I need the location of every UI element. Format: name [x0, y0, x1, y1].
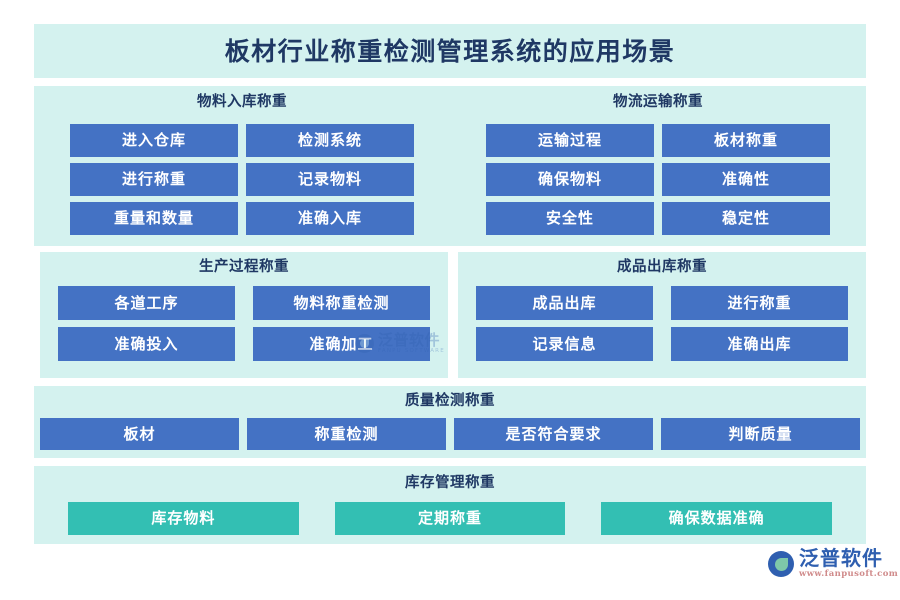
button-record-information[interactable]: 记录信息 [476, 327, 653, 361]
button-each-process[interactable]: 各道工序 [58, 286, 235, 320]
brand-logo-icon [768, 550, 794, 577]
button-perform-weighing-2[interactable]: 进行称重 [671, 286, 848, 320]
section-panel-row-top: 物料入库称重 进入仓库 检测系统 进行称重 记录物料 重量和数量 准确入库 物流… [34, 86, 866, 246]
section-title-logistics-transport: 物流运输称重 [613, 94, 703, 110]
button-grid-production-process: 各道工序 物料称重检测 准确投入 准确加工 [58, 286, 430, 361]
button-safety[interactable]: 安全性 [486, 202, 654, 235]
button-grid-quality-inspection: 板材 称重检测 是否符合要求 判断质量 [40, 418, 860, 450]
button-accuracy[interactable]: 准确性 [662, 163, 830, 196]
button-grid-material-inbound: 进入仓库 检测系统 进行称重 记录物料 重量和数量 准确入库 [70, 124, 414, 235]
button-grid-logistics-transport: 运输过程 板材称重 确保物料 准确性 安全性 稳定性 [486, 124, 830, 235]
button-detection-system[interactable]: 检测系统 [246, 124, 414, 157]
button-judge-quality[interactable]: 判断质量 [661, 418, 860, 450]
button-accurate-outbound[interactable]: 准确出库 [671, 327, 848, 361]
button-finished-outbound[interactable]: 成品出库 [476, 286, 653, 320]
section-material-inbound: 物料入库称重 进入仓库 检测系统 进行称重 记录物料 重量和数量 准确入库 [34, 86, 450, 246]
button-meets-requirements[interactable]: 是否符合要求 [454, 418, 653, 450]
section-quality-inspection: 质量检测称重 板材 称重检测 是否符合要求 判断质量 [34, 386, 866, 458]
section-title-finished-outbound: 成品出库称重 [617, 259, 707, 275]
button-weight-and-quantity[interactable]: 重量和数量 [70, 202, 238, 235]
section-title-inventory-management: 库存管理称重 [405, 475, 495, 491]
button-inventory-material[interactable]: 库存物料 [68, 502, 299, 535]
button-record-material[interactable]: 记录物料 [246, 163, 414, 196]
button-accurate-processing[interactable]: 准确加工 [253, 327, 430, 361]
section-production-process: 生产过程称重 各道工序 物料称重检测 准确投入 准确加工 [40, 252, 448, 378]
section-title-production-process: 生产过程称重 [199, 259, 289, 275]
section-title-material-inbound: 物料入库称重 [197, 94, 287, 110]
section-title-quality-inspection: 质量检测称重 [405, 393, 495, 409]
button-board-weighing[interactable]: 板材称重 [662, 124, 830, 157]
page-title: 板材行业称重检测管理系统的应用场景 [224, 36, 676, 66]
button-transport-process[interactable]: 运输过程 [486, 124, 654, 157]
button-board[interactable]: 板材 [40, 418, 239, 450]
button-ensure-data-accurate[interactable]: 确保数据准确 [601, 502, 832, 535]
brand-url: www.fanpusoft.com [799, 569, 899, 579]
button-accurate-inbound[interactable]: 准确入库 [246, 202, 414, 235]
button-perform-weighing[interactable]: 进行称重 [70, 163, 238, 196]
button-enter-warehouse[interactable]: 进入仓库 [70, 124, 238, 157]
page-title-banner: 板材行业称重检测管理系统的应用场景 [34, 24, 866, 78]
button-accurate-input[interactable]: 准确投入 [58, 327, 235, 361]
button-grid-finished-outbound: 成品出库 进行称重 记录信息 准确出库 [476, 286, 848, 361]
button-weight-detection[interactable]: 称重检测 [247, 418, 446, 450]
button-ensure-material[interactable]: 确保物料 [486, 163, 654, 196]
brand-name: 泛普软件 [799, 546, 883, 570]
button-material-weight-detection[interactable]: 物料称重检测 [253, 286, 430, 320]
brand-logo-words: 泛普软件 www.fanpusoft.com [799, 546, 899, 580]
brand-logo: 泛普软件 www.fanpusoft.com [768, 548, 898, 579]
section-finished-outbound: 成品出库称重 成品出库 进行称重 记录信息 准确出库 [458, 252, 866, 378]
button-stability[interactable]: 稳定性 [662, 202, 830, 235]
button-grid-inventory-management: 库存物料 定期称重 确保数据准确 [68, 502, 832, 535]
button-periodic-weighing[interactable]: 定期称重 [334, 502, 566, 535]
section-logistics-transport: 物流运输称重 运输过程 板材称重 确保物料 准确性 安全性 稳定性 [450, 86, 866, 246]
section-inventory-management: 库存管理称重 库存物料 定期称重 确保数据准确 [34, 466, 866, 544]
